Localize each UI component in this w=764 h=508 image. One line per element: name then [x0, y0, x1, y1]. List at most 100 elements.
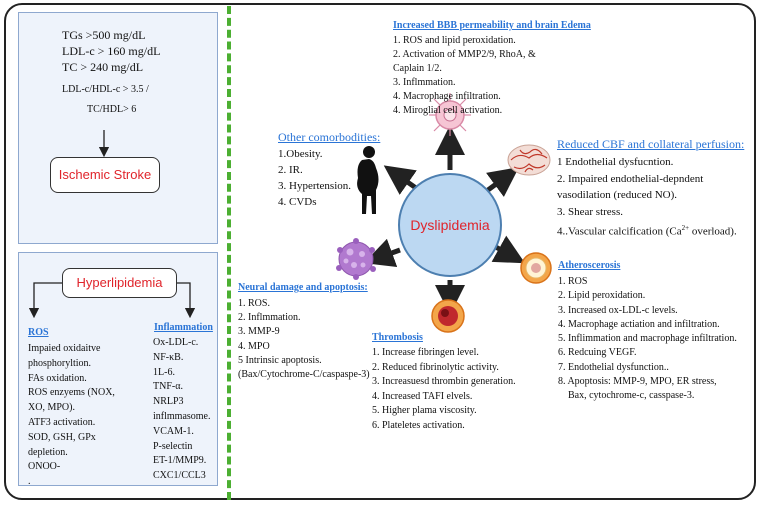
inflammation-item: inflmmasome.: [153, 410, 211, 422]
brain-cell-icon: [429, 93, 471, 136]
bbb-item: 4. Macrophage infiltration.: [393, 91, 501, 102]
inflammation-item: Ox-LDL-c.: [153, 337, 199, 348]
bbb-item: Caplain 1/2.: [393, 63, 442, 74]
cbf-list: 1 Endothelial dysfucntion. 2. Impaired e…: [557, 154, 737, 240]
cbf-item: 2. Impaired endothelial-depndent: [557, 172, 704, 185]
bbb-item: 2. Activation of MMP2/9, RhoA, &: [393, 49, 536, 60]
neural-item: (Bax/Cytochrome-C/caspaspe-3): [238, 369, 370, 381]
bbb-item: 3. Inflmmation.: [393, 77, 456, 88]
neural-item: 2. Inflmmation.: [238, 312, 301, 324]
bbb-item: 4. Miroglial cell activation.: [393, 105, 503, 116]
dashed-divider: [227, 6, 231, 500]
ros-item: SOD, GSH, GPx: [28, 431, 96, 443]
artery-plaque-icon: [520, 252, 552, 284]
ros-item: Impaied oxidaitve: [28, 343, 101, 354]
atherosclerosis-item: 8. Apoptosis: MMP-9, MPO, ER stress,: [558, 376, 717, 388]
arrow-left: [363, 238, 401, 267]
clot-vessel-icon: [431, 299, 465, 333]
inflammation-item: CXC1/CCL3: [153, 470, 206, 482]
atherosclerosis-item: Bax, cytochrome-c, casspase-3.: [558, 390, 695, 402]
ischemic-stroke-box: Ischemic Stroke: [50, 157, 160, 193]
cbf-item: 4..Vascular calcification (Ca2+ overload…: [557, 220, 737, 240]
thrombosis-item: 5. Higher plama viscosity.: [372, 405, 477, 416]
hyperlipidemia-title: Hyperlipidemia: [62, 268, 177, 298]
thrombosis-title: Thrombosis: [372, 332, 423, 343]
inflammation-item: NRLP3: [153, 396, 184, 408]
inflammation-item: TNF-α.: [153, 381, 183, 393]
ros-list: Impaied oxidaitve phosphoryltion. FAs ox…: [28, 342, 115, 490]
comorbidities-title: Other comorbodities:: [278, 130, 381, 144]
atherosclerosis-item: 5. Inflimmation and macrophage infiltrat…: [558, 333, 737, 345]
brain-vessels-icon: [507, 144, 551, 176]
neural-title: Neural damage and apoptosis:: [238, 282, 368, 293]
comorbidities-list: 1.Obesity. 2. IR. 3. Hypertension. 4. CV…: [278, 146, 351, 210]
criteria-ratio-1: LDL-c/HDL-c > 3.5 /: [62, 84, 149, 95]
calcium-superscript: 2+: [681, 224, 690, 232]
arrow-to-ros: [28, 282, 62, 319]
microglia-cell-icon: [336, 238, 376, 280]
criteria-line-1: TGs >500 mg/dL: [62, 28, 146, 42]
inflammation-title: Inflammation: [154, 322, 213, 333]
cbf-item: vasodilation (reduced NO).: [557, 189, 678, 201]
thrombosis-item: 2. Reduced fibrinolytic activity.: [372, 361, 499, 373]
atherosclerosis-list: 1. ROS 2. Lipid peroxidation. 3. Increas…: [558, 275, 737, 404]
ros-item: ATF3 activation.: [28, 416, 96, 428]
neural-item: 1. ROS.: [238, 298, 270, 309]
cbf-item: 3. Shear stress.: [557, 205, 623, 218]
inflammation-item: P-selectin: [153, 440, 193, 452]
ros-item: depletion.: [28, 446, 68, 458]
arrow-up-right: [486, 167, 520, 197]
thrombosis-item: 3. Increasuesd thrombin generation.: [372, 376, 516, 387]
atherosclerosis-item: 2. Lipid peroxidation.: [558, 290, 646, 302]
bbb-item: 1. ROS and lipid peroxidation.: [393, 35, 516, 46]
atherosclerosis-item: 3. Increased ox-LDL-c levels.: [558, 304, 678, 316]
bbb-list: 1. ROS and lipid peroxidation. 2. Activa…: [393, 34, 536, 118]
atherosclerosis-item: 6. Redcuing VEGF.: [558, 347, 637, 359]
cbf-item-suffix: overload).: [689, 225, 737, 238]
cbf-title: Reduced CBF and collateral perfusion:: [557, 137, 745, 151]
thrombosis-item: 1. Increase fibringen level.: [372, 347, 479, 358]
cbf-item-text: 4..Vascular calcification (Ca: [557, 225, 682, 238]
criteria-line-3: TC > 240 mg/dL: [62, 60, 144, 74]
thrombosis-item: 6. Plateletes activation.: [372, 419, 465, 431]
criteria-ratio-2: TC/HDL> 6: [87, 104, 137, 115]
atherosclerosis-item: 4. Macrophage actiation and infiltration…: [558, 318, 720, 330]
arrow-to-inflammation: [177, 282, 196, 319]
ros-item: XO, MPO).: [28, 402, 75, 414]
comorbidity-item: 2. IR.: [278, 164, 303, 176]
inflammation-list: Ox-LDL-c. NF-κB. 1L-6. TNF-α. NRLP3 infl…: [153, 336, 211, 484]
ros-item: ROS enzyems (NOX,: [28, 387, 115, 399]
neural-list: 1. ROS. 2. Inflmmation. 3. MMP-9 4. MPO …: [238, 297, 370, 382]
comorbidity-item: 1.Obesity.: [278, 148, 323, 160]
outer-frame: [4, 3, 756, 500]
atherosclerosis-item: 7. Endothelial dysfunction..: [558, 361, 669, 373]
person-silhouette-icon: [357, 146, 379, 214]
inflammation-item: ET-1/MMP9.: [153, 455, 207, 467]
cbf-item: 1 Endothelial dysfucntion.: [557, 156, 674, 168]
atherosclerosis-title: Atheroscerosis: [558, 260, 621, 271]
atherosclerosis-item: 1. ROS: [558, 276, 588, 287]
arrow-right: [491, 235, 526, 264]
thrombosis-list: 1. Increase fibringen level. 2. Reduced …: [372, 346, 516, 433]
thrombosis-item: 4. Increased TAFI elvels.: [372, 390, 473, 402]
criteria-line-2: LDL-c > 160 mg/dL: [62, 44, 161, 58]
ros-item: ONOO-: [28, 461, 61, 473]
neural-item: 4. MPO: [238, 340, 270, 352]
neural-item: 5 Intrinsic apoptosis.: [238, 354, 322, 366]
dyslipidemia-label: Dyslipidemia: [410, 217, 490, 233]
ros-item: phosphoryltion.: [28, 357, 92, 369]
ros-item: .: [28, 476, 31, 488]
comorbidity-item: 3. Hypertension.: [278, 180, 352, 192]
lipid-criteria-box: [18, 12, 218, 244]
neural-item: 3. MMP-9: [238, 326, 280, 338]
bbb-title: Increased BBB permeability and brain Ede…: [393, 20, 591, 31]
ros-item: FAs oxidation.: [28, 372, 87, 384]
inflammation-item: VCAM-1.: [153, 425, 194, 437]
comorbidity-item: 4. CVDs: [278, 196, 317, 208]
arrow-up-left: [383, 165, 418, 195]
inflammation-item: 1L-6.: [153, 366, 175, 378]
inflammation-item: NF-κB.: [153, 351, 184, 363]
ros-title: ROS: [28, 327, 49, 338]
dyslipidemia-circle: Dyslipidemia: [398, 173, 502, 277]
